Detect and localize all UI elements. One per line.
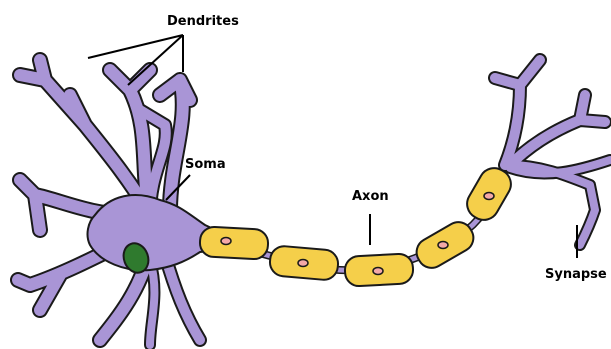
label-synapse: Synapse [545, 267, 607, 282]
axon-terminal [495, 60, 610, 245]
schwann-nucleus [221, 238, 231, 245]
myelin-segment [269, 245, 339, 281]
label-soma: Soma [185, 157, 226, 172]
myelin-segment [199, 226, 268, 260]
soma [88, 195, 220, 270]
schwann-nucleus [373, 268, 383, 275]
dendrites-pointer-1 [88, 35, 183, 58]
myelin-segment [344, 253, 413, 287]
label-dendrites: Dendrites [167, 14, 239, 29]
schwann-nucleus [298, 260, 308, 267]
myelin-segment [412, 217, 479, 273]
schwann-nucleus [438, 242, 448, 249]
label-axon: Axon [352, 189, 389, 204]
label-axon-group: Axon [352, 189, 389, 245]
neuron-body [18, 60, 220, 345]
schwann-nucleus [484, 193, 494, 200]
label-synapse-group: Synapse [545, 225, 607, 282]
